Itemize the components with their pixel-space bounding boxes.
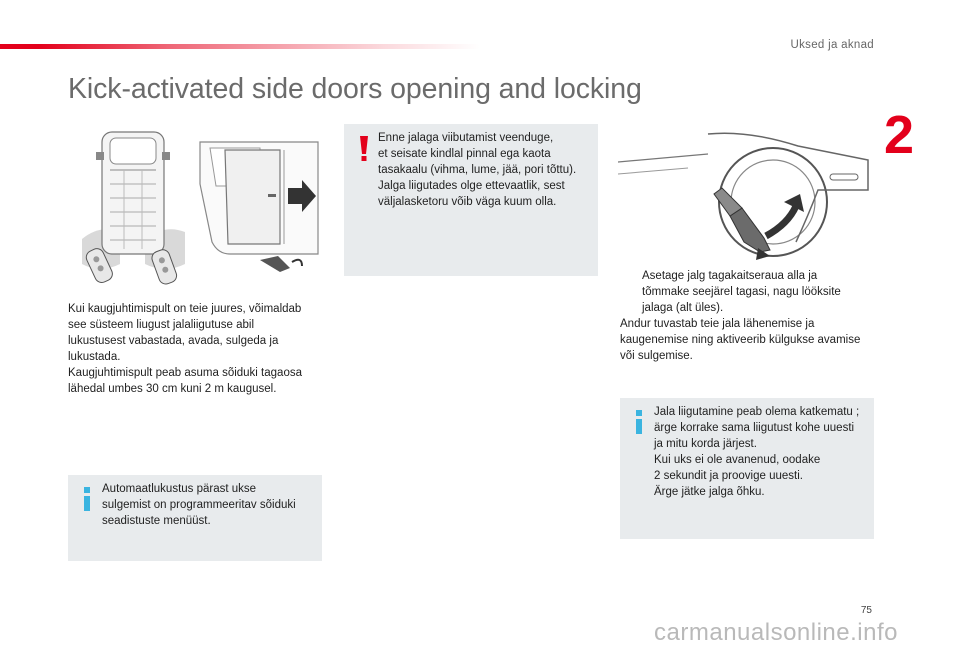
warning-line: Enne jalaga viibutamist veenduge, xyxy=(378,132,554,144)
warning-box: Enne jalaga viibutamist veenduge, et sei… xyxy=(344,124,598,276)
warning-line: Jalga liigutades olge ettevaatlik, sest xyxy=(378,180,565,192)
chapter-number: 2 xyxy=(883,105,914,165)
page-title: Kick-activated side doors opening and lo… xyxy=(68,73,642,105)
warning-line: tasakaalu (vihma, lume, jää, pori tõttu)… xyxy=(378,164,577,176)
after-line: kaugenemise ning aktiveerib külgukse ava… xyxy=(620,334,861,346)
info-icon xyxy=(82,487,92,516)
info-line: ärge korrake sama liigutust kohe uuesti xyxy=(654,422,855,434)
info-box-kick-motion: Jala liigutamine peab olema katkematu ; … xyxy=(620,398,874,539)
intro-line: see süsteem liugust jalaliigutuse abil xyxy=(68,319,255,331)
info-line: Jala liigutamine peab olema katkematu ; xyxy=(654,406,860,418)
chapter-title: Uksed ja aknad xyxy=(790,39,874,51)
intro-line: lukustada. xyxy=(68,351,121,363)
warning-line: et seisate kindlal pinnal ega kaota xyxy=(378,148,551,160)
step-line: tõmmake seejärel tagasi, nagu lööksite xyxy=(642,286,841,298)
intro-line: Kaugjuhtimispult peab asuma sõiduki taga… xyxy=(68,367,302,379)
warning-icon xyxy=(360,136,368,167)
step-bullet xyxy=(620,268,642,316)
info-line: Ärge jätke jalga õhku. xyxy=(654,486,765,498)
info-box-text: Automaatlukustus pärast ukse sulgemist o… xyxy=(102,481,317,529)
warning-line: väljalasketoru võib väga kuum olla. xyxy=(378,196,557,208)
after-line: Andur tuvastab teie jala lähenemise ja xyxy=(620,318,815,330)
info-line: Kui uks ei ole avanenud, oodake xyxy=(654,454,821,466)
info-line: seadistuste menüüst. xyxy=(102,515,211,527)
info-icon xyxy=(634,410,644,439)
info-line: 2 sekundit ja proovige uuesti. xyxy=(654,470,803,482)
bumper-kick-illustration xyxy=(618,124,874,264)
info-box-text: Jala liigutamine peab olema katkematu ; … xyxy=(654,404,870,500)
intro-line: Kui kaugjuhtimispult on teie juures, või… xyxy=(68,303,302,315)
intro-line: lukustusest vabastada, avada, sulgeda ja xyxy=(68,335,279,347)
info-line: Automaatlukustus pärast ukse xyxy=(102,483,257,495)
step-instructions: Asetage jalg tagakaitseraua alla ja tõmm… xyxy=(620,268,880,364)
info-line: ja mitu korda järjest. xyxy=(654,438,757,450)
page-number: 75 xyxy=(860,605,872,616)
info-box-auto-lock: Automaatlukustus pärast ukse sulgemist o… xyxy=(68,475,322,561)
watermark: carmanualsonline.info xyxy=(654,619,898,646)
info-line: sulgemist on programmeeritav sõiduki xyxy=(102,499,296,511)
header-accent-bar xyxy=(0,44,480,49)
step-line: jalaga (alt üles). xyxy=(642,302,724,314)
intro-text: Kui kaugjuhtimispult on teie juures, või… xyxy=(68,301,328,397)
van-top-side-illustration xyxy=(80,124,322,294)
warning-box-text: Enne jalaga viibutamist veenduge, et sei… xyxy=(378,130,594,210)
after-line: või sulgemise. xyxy=(620,350,693,362)
step-line: Asetage jalg tagakaitseraua alla ja xyxy=(642,270,818,282)
intro-line: lähedal umbes 30 cm kuni 2 m kaugusel. xyxy=(68,383,277,395)
step-item: Asetage jalg tagakaitseraua alla ja tõmm… xyxy=(620,268,880,316)
